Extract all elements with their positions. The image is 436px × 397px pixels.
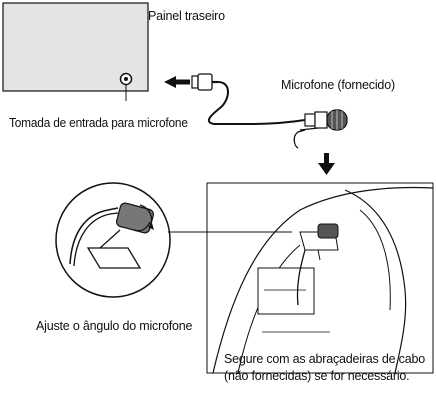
microphone-label: Microfone (fornecido) [281, 78, 395, 92]
adjust-angle-label: Ajuste o ângulo do microfone [36, 319, 193, 333]
insert-arrow [164, 76, 190, 88]
mic-input-jack [119, 72, 133, 101]
secure-cable-label-line1: Segure com as abraçadeiras de cabo [224, 352, 425, 366]
microphone [293, 109, 348, 149]
mic-closeup [55, 182, 171, 298]
rear-panel-label: Painel traseiro [148, 9, 225, 23]
down-arrow [318, 153, 335, 175]
secure-cable-label-line2: (não fornecidas) se for necessário. [224, 369, 410, 383]
mic-jack-label: Tomada de entrada para microfone [9, 116, 188, 130]
mic-cable [207, 81, 306, 125]
mic-plug [191, 73, 218, 91]
car-interior [206, 182, 434, 374]
